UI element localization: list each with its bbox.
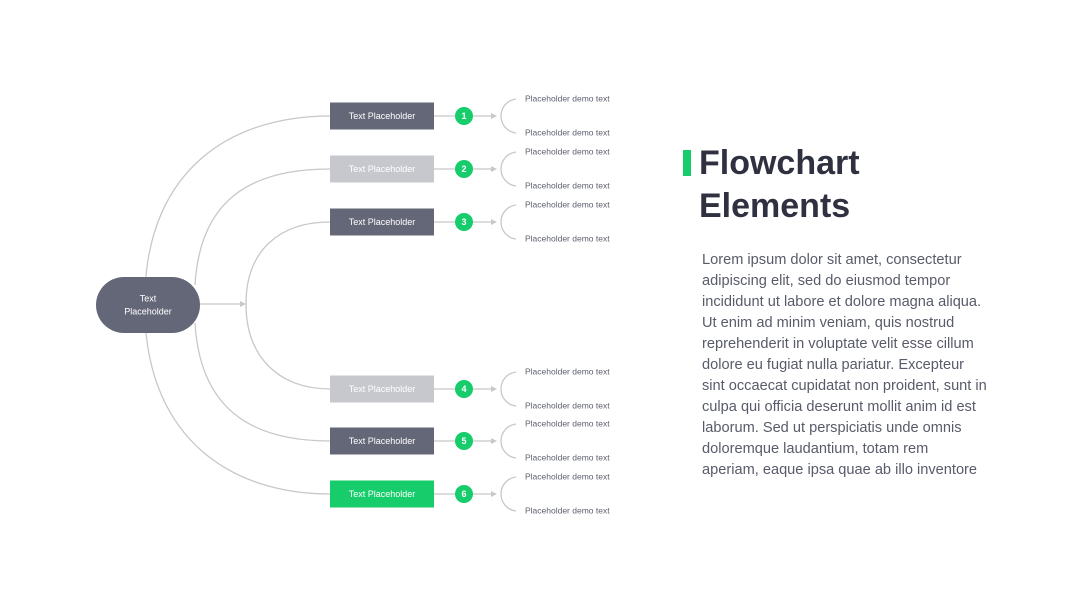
step-top-text: Placeholder demo text bbox=[525, 93, 610, 103]
step-box-label: Text Placeholder bbox=[349, 217, 416, 227]
step-bracket bbox=[500, 371, 517, 407]
step-bracket bbox=[500, 423, 517, 459]
step-box-label: Text Placeholder bbox=[349, 436, 416, 446]
step-number: 4 bbox=[461, 384, 466, 394]
page-title-line2: Elements bbox=[699, 187, 851, 225]
title-accent-bar bbox=[683, 150, 691, 176]
step-box-label: Text Placeholder bbox=[349, 489, 416, 499]
step-bracket bbox=[500, 476, 517, 512]
step-box bbox=[330, 480, 434, 508]
step-box-label: Text Placeholder bbox=[349, 111, 416, 121]
connector-lines bbox=[144, 115, 331, 495]
step-bottom-text: Placeholder demo text bbox=[525, 505, 610, 515]
step-bracket bbox=[500, 151, 517, 187]
step-number: 3 bbox=[461, 217, 466, 227]
connector-arc-6 bbox=[144, 317, 331, 495]
step-number: 1 bbox=[461, 111, 466, 121]
step-box-label: Text Placeholder bbox=[349, 384, 416, 394]
step-bottom-text: Placeholder demo text bbox=[525, 127, 610, 137]
step-arrow-head bbox=[491, 219, 497, 225]
step-number-circle bbox=[455, 107, 473, 125]
page-title: Flowchart Elements bbox=[699, 142, 860, 228]
step-arrow-head bbox=[491, 166, 497, 172]
step-top-text: Placeholder demo text bbox=[525, 471, 610, 481]
step-bottom-text: Placeholder demo text bbox=[525, 180, 610, 190]
connector-arc-2 bbox=[194, 168, 331, 286]
step-number: 5 bbox=[461, 436, 466, 446]
connector-arc-4 bbox=[245, 303, 331, 390]
step-number-circle bbox=[455, 485, 473, 503]
step-bracket bbox=[500, 204, 517, 240]
body-paragraph: Lorem ipsum dolor sit amet, consectetur … bbox=[702, 252, 987, 478]
step-bottom-text: Placeholder demo text bbox=[525, 400, 610, 410]
step-arrow-head bbox=[491, 491, 497, 497]
step-number: 6 bbox=[461, 489, 466, 499]
step-bracket bbox=[500, 98, 517, 134]
connector-arc-3 bbox=[245, 221, 331, 305]
page-title-line1: Flowchart bbox=[699, 144, 860, 182]
step-top-text: Placeholder demo text bbox=[525, 199, 610, 209]
step-arrow-head bbox=[491, 438, 497, 444]
step-box bbox=[330, 208, 434, 236]
connector-arc-5 bbox=[194, 322, 331, 442]
root-arrow-head bbox=[240, 301, 246, 307]
step-number-circle bbox=[455, 432, 473, 450]
step-box bbox=[330, 427, 434, 455]
step-number: 2 bbox=[461, 164, 466, 174]
step-top-text: Placeholder demo text bbox=[525, 146, 610, 156]
root-node-label-line2: Placeholder bbox=[124, 306, 172, 316]
step-box bbox=[330, 375, 434, 403]
step-top-text: Placeholder demo text bbox=[525, 366, 610, 376]
step-arrow-head bbox=[491, 386, 497, 392]
step-arrow-head bbox=[491, 113, 497, 119]
step-box bbox=[330, 102, 434, 130]
step-bottom-text: Placeholder demo text bbox=[525, 233, 610, 243]
step-number-circle bbox=[455, 380, 473, 398]
step-box bbox=[330, 155, 434, 183]
root-node: Text Placeholder bbox=[96, 277, 200, 333]
root-node-label-line1: Text bbox=[140, 293, 157, 303]
step-number-circle bbox=[455, 213, 473, 231]
step-number-circle bbox=[455, 160, 473, 178]
step-top-text: Placeholder demo text bbox=[525, 418, 610, 428]
step-box-label: Text Placeholder bbox=[349, 164, 416, 174]
root-node-shape bbox=[96, 277, 200, 333]
connector-arc-1 bbox=[144, 115, 331, 291]
step-bottom-text: Placeholder demo text bbox=[525, 452, 610, 462]
